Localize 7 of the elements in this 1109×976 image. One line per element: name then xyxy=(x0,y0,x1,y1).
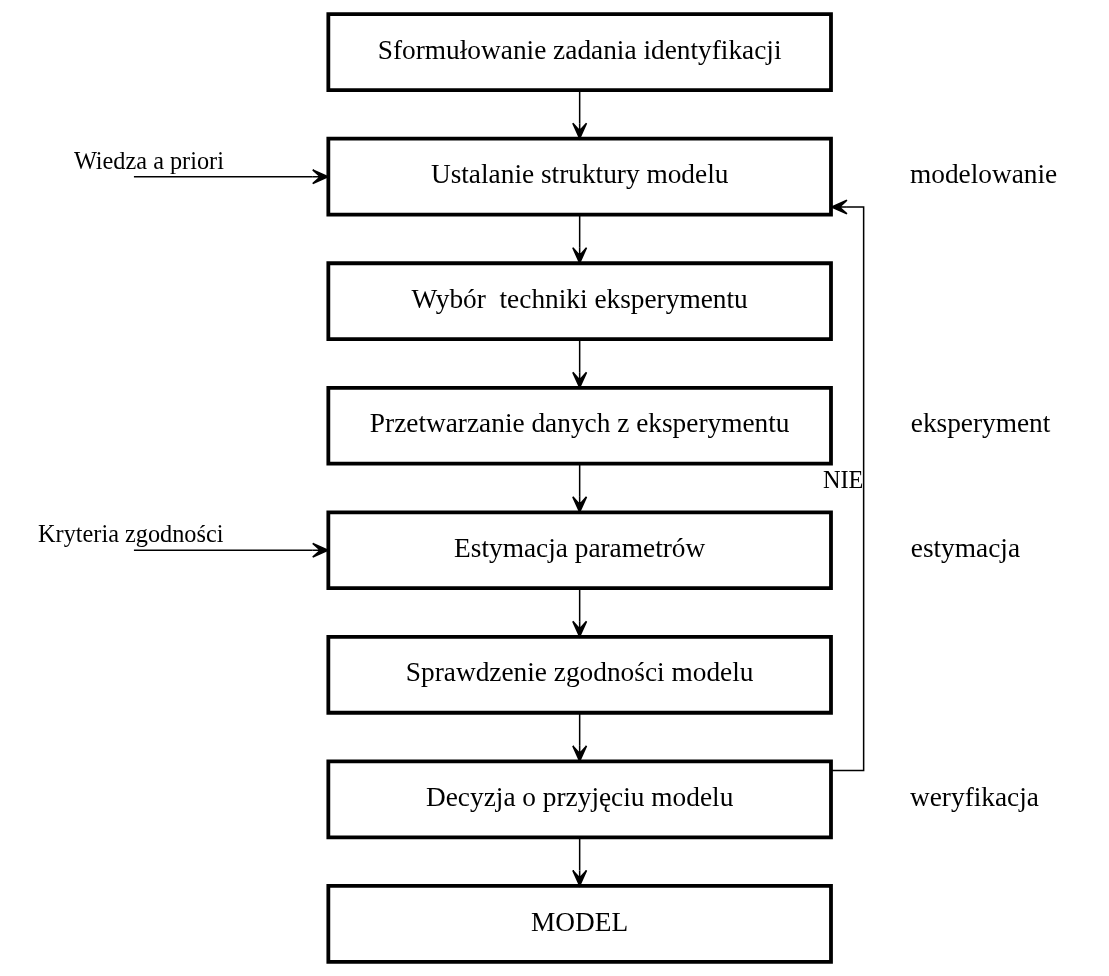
edge-label: NIE xyxy=(822,466,864,494)
edge-label: Wiedza a priori xyxy=(73,146,224,174)
label: modelowanie xyxy=(909,159,1058,190)
label: eksperyment xyxy=(910,408,1051,439)
edge-label: Kryteria zgodności xyxy=(38,520,224,548)
label: weryfikacja xyxy=(910,781,1039,812)
label: estymacja xyxy=(910,532,1021,563)
